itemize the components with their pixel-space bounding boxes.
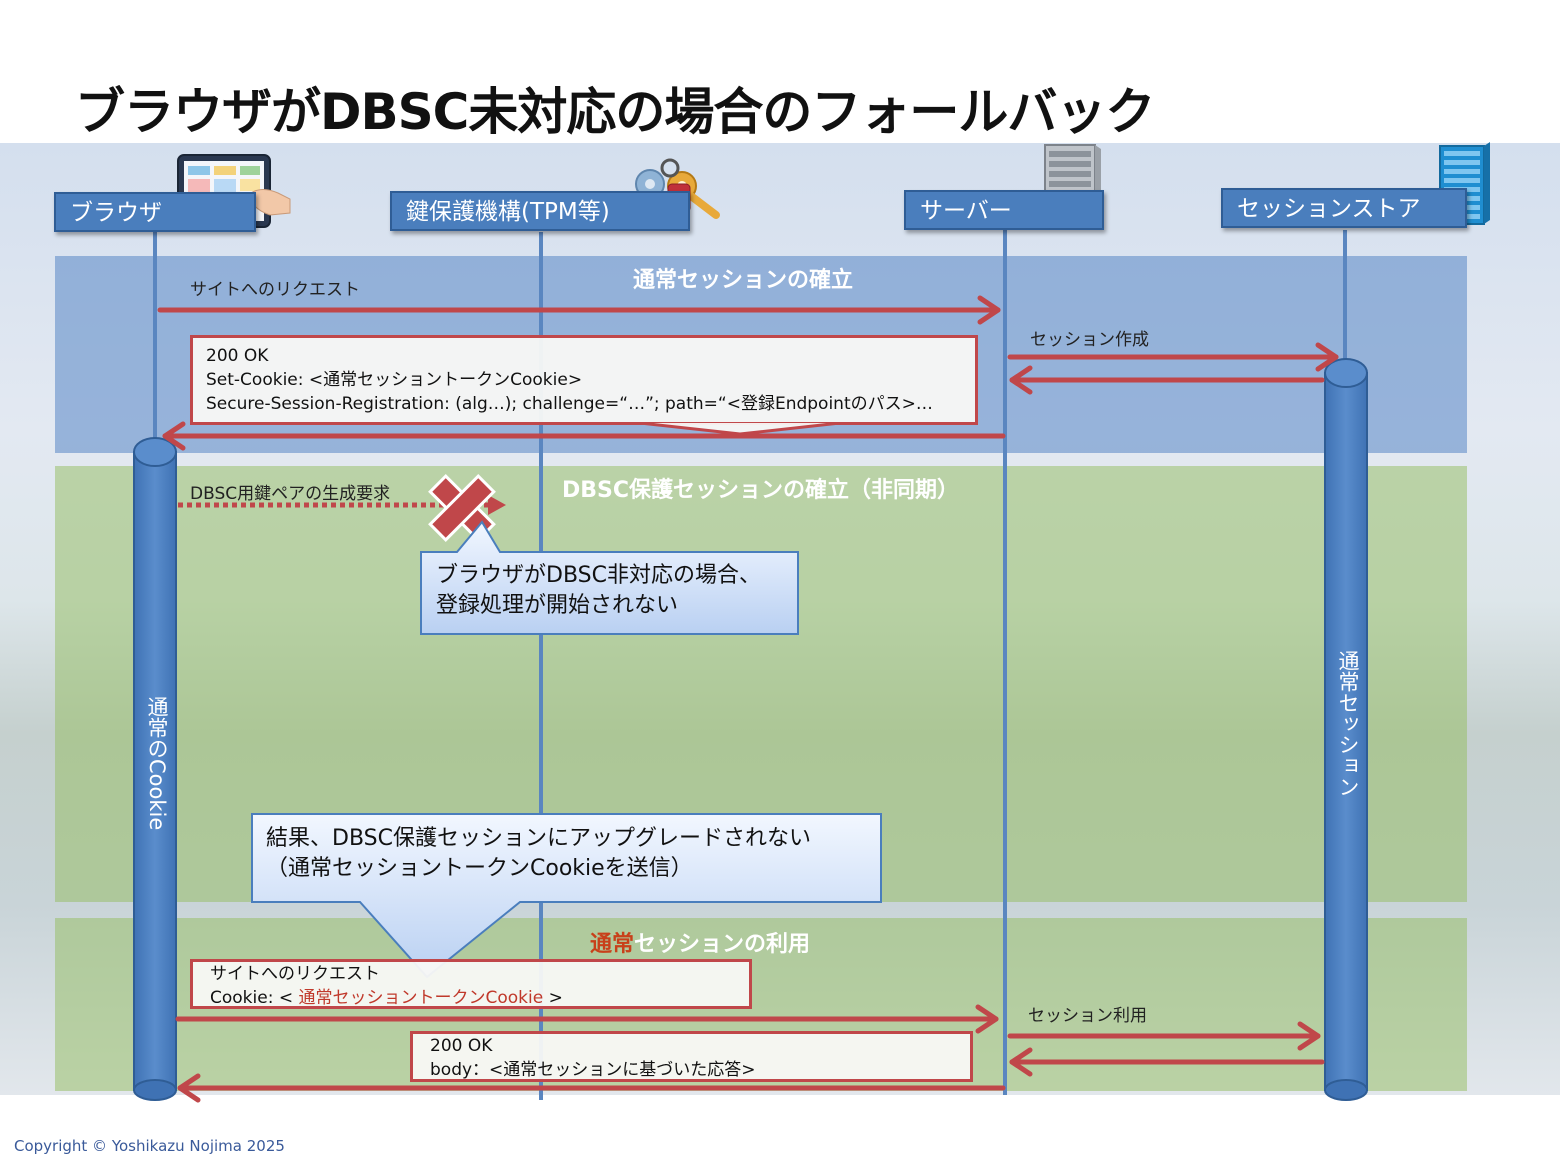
response2-line-status: 200 OK (430, 1036, 493, 1056)
arrow-session-create-return (1009, 365, 1325, 395)
callout-text-2: 結果、DBSC保護セッションにアップグレードされない （通常セッショントークンC… (266, 824, 811, 884)
response-note-200: 200 OK Set-Cookie: <通常セッショントークンCookie> S… (190, 335, 978, 425)
response-note-body: 200 OK body：<通常セッションに基づいた応答> (410, 1031, 973, 1082)
arrow-session-use-return (1009, 1047, 1325, 1077)
callout-1-line-1: ブラウザがDBSC非対応の場合、 (436, 563, 761, 588)
msg-session-create: セッション作成 (1030, 330, 1149, 350)
msg-session-use: セッション利用 (1028, 1006, 1147, 1026)
msg-keygen-request: DBSC用鍵ペアの生成要求 (190, 484, 391, 504)
callout-2-line-1: 結果、DBSC保護セッションにアップグレードされない (266, 826, 811, 851)
response-note-tail (640, 422, 841, 436)
arrow-site-request-cookie (175, 1004, 999, 1034)
actor-session-store: セッションストア (1221, 188, 1467, 228)
section-title-use: 通常セッションの利用 (590, 926, 810, 958)
section-title-use-rest: セッションの利用 (634, 932, 811, 957)
request-cookie-suffix: > (543, 988, 563, 1008)
arrow-response-body (177, 1073, 1006, 1103)
msg-site-request: サイトへのリクエスト (190, 280, 360, 300)
activation-bar-session-store (1324, 358, 1368, 1101)
section-title-establish: 通常セッションの確立 (633, 268, 854, 293)
callout-bubble-1 (420, 520, 799, 635)
request-note-cookie: サイトへのリクエスト Cookie: < 通常セッショントークンCookie > (190, 959, 752, 1009)
arrow-session-create (1007, 342, 1339, 372)
callout-2-line-2: （通常セッショントークンCookieを送信） (266, 856, 693, 881)
callout-1-line-2: 登録処理が開始されない (436, 593, 679, 618)
response-line-registration: Secure-Session-Registration: (alg…); cha… (206, 394, 933, 414)
activation-bar-browser (133, 437, 177, 1101)
page-title: ブラウザがDBSC未対応の場合のフォールバック (75, 83, 1155, 141)
arrow-site-request (157, 295, 1001, 325)
arrow-response-200 (162, 421, 1006, 451)
section-title-use-highlight: 通常 (590, 932, 635, 957)
request-line-cookie: Cookie: < 通常セッショントークンCookie > (206, 986, 749, 1010)
response-line-set-cookie: Set-Cookie: <通常セッショントークンCookie> (206, 370, 583, 390)
request-cookie-prefix: Cookie: < (210, 988, 299, 1008)
cross-icon (428, 474, 496, 542)
response-line-status: 200 OK (206, 346, 269, 366)
callout-text-1: ブラウザがDBSC非対応の場合、 登録処理が開始されない (436, 561, 761, 621)
arrow-keygen-request-dotted (178, 495, 506, 515)
activation-label-store: 通常セッション (1336, 650, 1360, 797)
actor-server: サーバー (904, 190, 1104, 230)
copyright: Copyright © Yoshikazu Nojima 2025 (14, 1137, 285, 1155)
arrow-session-use (1007, 1021, 1321, 1051)
actor-keystore: 鍵保護機構(TPM等) (390, 191, 690, 231)
actor-browser: ブラウザ (54, 192, 256, 232)
request-line-site: サイトへのリクエスト (210, 964, 380, 984)
request-cookie-token: 通常セッショントークンCookie (298, 988, 544, 1008)
callout-bubble-2 (251, 813, 882, 979)
section-title-dbsc: DBSC保護セッションの確立（非同期） (562, 478, 960, 503)
activation-label-browser: 通常のCookie (145, 696, 169, 831)
response2-line-body: body：<通常セッションに基づいた応答> (430, 1060, 756, 1080)
